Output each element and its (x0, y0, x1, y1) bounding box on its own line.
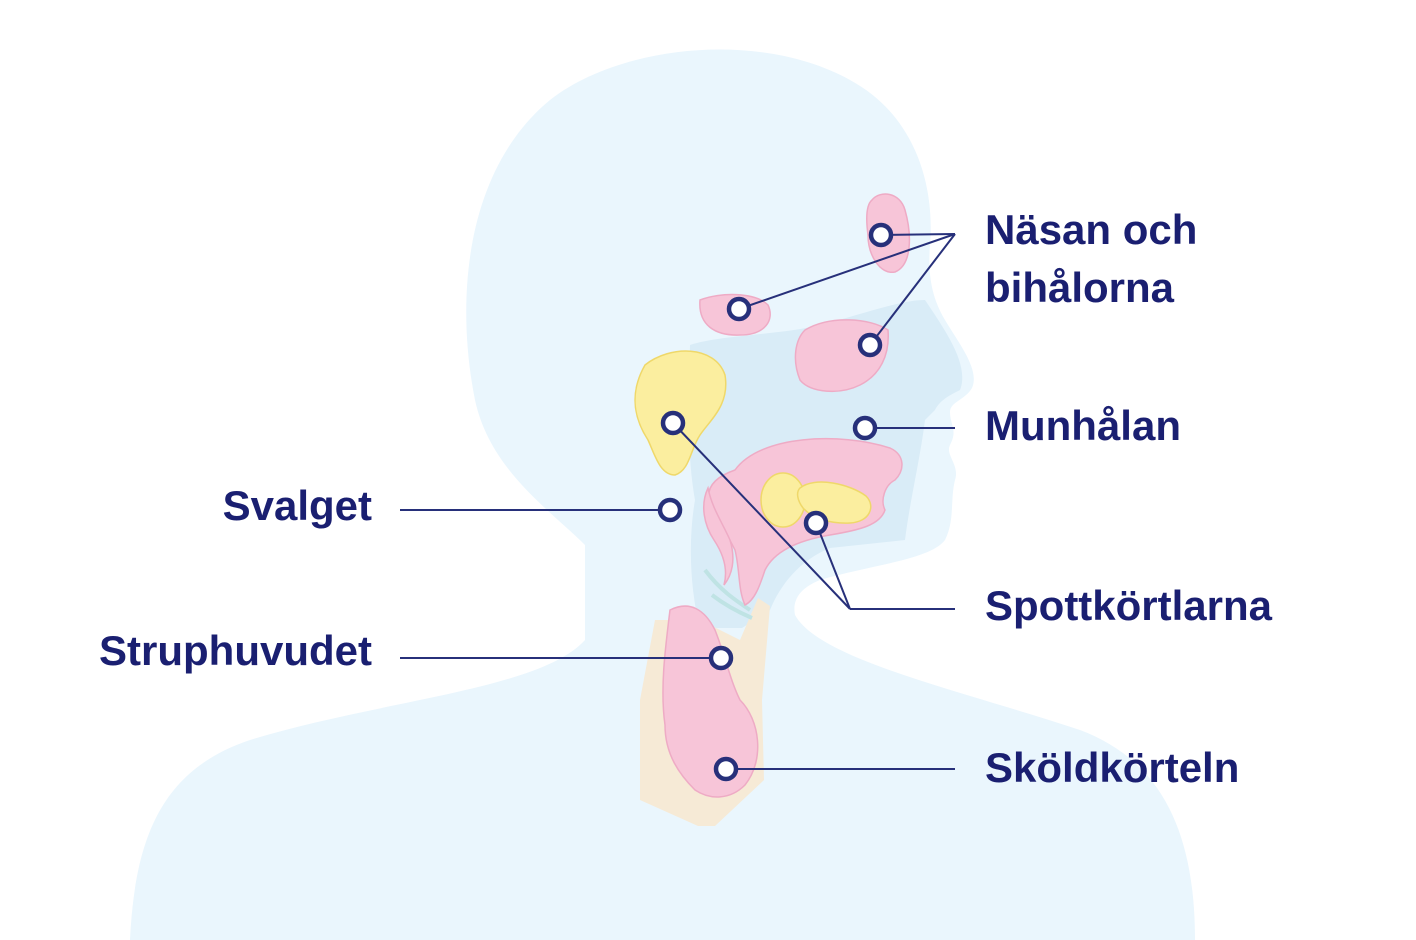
label-svalget: Svalget (223, 482, 372, 529)
marker-submandibular-gland (803, 510, 829, 536)
label-nasan-line2: bihålorna (985, 264, 1175, 311)
labels: Näsan och bihålorna Munhålan Svalget Spo… (99, 206, 1273, 791)
head-silhouette (130, 49, 1195, 940)
marker-maxillary-sinus (857, 332, 883, 358)
label-munhalan: Munhålan (985, 402, 1181, 449)
label-skoldkorteln: Sköldkörteln (985, 744, 1239, 791)
leader-line-nasan-frontal (880, 233, 956, 236)
larynx-thyroid (662, 605, 759, 798)
label-struphuvudet: Struphuvudet (99, 627, 372, 674)
marker-pharynx (657, 497, 683, 523)
markers (657, 222, 894, 782)
leader-line-nasan-sphenoid (738, 233, 956, 310)
leader-line-spottkortlarna-submandibular (815, 522, 851, 610)
label-nasan-line1: Näsan och (985, 206, 1197, 253)
vocal-folds (703, 568, 753, 620)
leader-line-nasan-maxillary (869, 233, 956, 346)
label-spottkortlarna: Spottkörtlarna (985, 582, 1273, 629)
marker-larynx (708, 645, 734, 671)
marker-thyroid-gland (713, 756, 739, 782)
leader-lines (400, 233, 956, 770)
parotid-gland (634, 350, 727, 476)
marker-frontal-sinus (868, 222, 894, 248)
leader-line-spottkortlarna-parotid (672, 422, 851, 610)
marker-oral-cavity (852, 415, 878, 441)
marker-parotid-gland (660, 410, 686, 436)
marker-sphenoid-sinus (726, 296, 752, 322)
pharyngeal-wall (702, 485, 734, 586)
